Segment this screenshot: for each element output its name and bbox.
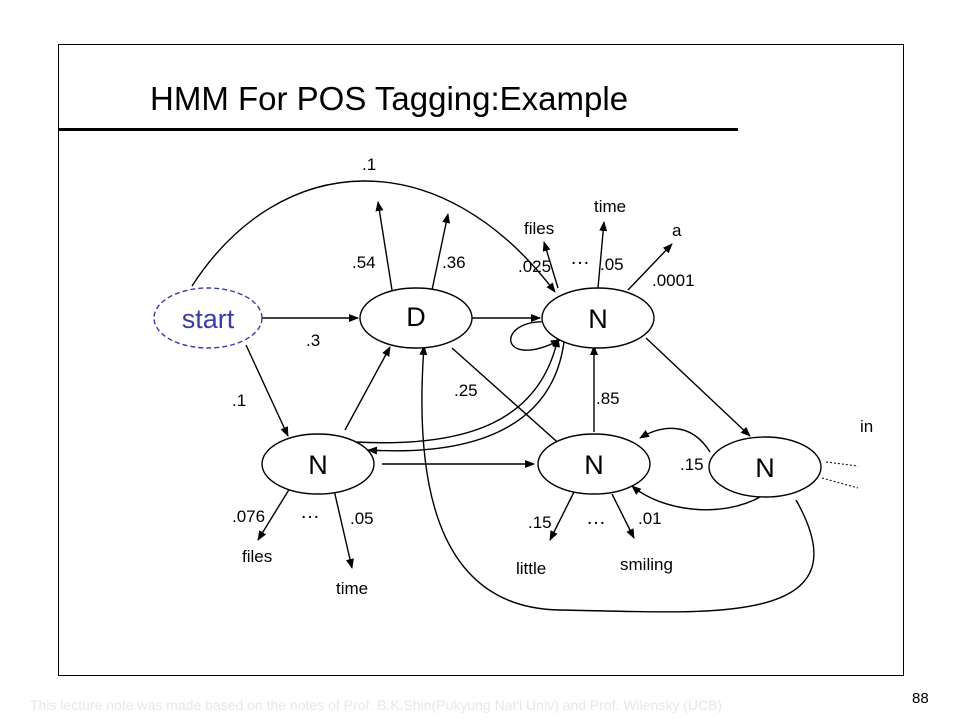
edge-n-right-out-2	[821, 477, 859, 489]
edge-n-right-to-n-mid-lower	[631, 485, 763, 511]
word-n-top-files: files	[524, 219, 554, 238]
prob-n-mid-to-n-top: .85	[596, 389, 620, 408]
emission-n-mid-smiling	[611, 493, 635, 539]
edge-n-left-to-n-top	[354, 337, 560, 444]
node-d-label: D	[406, 302, 426, 332]
word-n-top-time: time	[594, 197, 626, 216]
node-n-mid	[537, 433, 651, 495]
page-number: 88	[912, 690, 929, 707]
emission-n-left-files	[257, 487, 291, 541]
prob-start-to-n-left: .1	[232, 391, 246, 410]
prob-n-left-files: .076	[232, 507, 265, 526]
node-start	[153, 287, 263, 349]
prob-d-to-n-mid: .25	[454, 381, 478, 400]
slide-title: HMM For POS Tagging:Example	[150, 80, 629, 117]
node-d	[359, 287, 473, 349]
node-n-right-label: N	[755, 453, 775, 483]
word-n-mid-smiling: smiling	[620, 555, 673, 574]
edge-n-right-out-1	[825, 461, 859, 467]
edge-n-top-self-loop	[510, 321, 561, 351]
prob-d-right: .36	[442, 253, 466, 272]
prob-n-mid-little: .15	[528, 513, 552, 532]
node-n-mid-label: N	[584, 450, 604, 480]
prob-n-right-to-n-mid: .15	[680, 455, 704, 474]
node-n-left-label: N	[308, 450, 328, 480]
edge-n-right-to-d	[419, 345, 815, 613]
word-n-right-in: in	[860, 417, 873, 436]
prob-d-left: .54	[352, 253, 376, 272]
edge-start-to-n-left	[245, 344, 289, 437]
edge-n-top-to-n-left	[367, 341, 565, 455]
edge-n-top-to-n-right	[645, 337, 751, 437]
footer-note: This lecture note was made based on the …	[30, 697, 723, 713]
prob-start-to-d: .3	[306, 331, 320, 350]
edge-start-to-n-top	[191, 180, 556, 293]
edge-n-left-to-d	[344, 346, 391, 431]
prob-n-mid-smiling: .01	[638, 509, 662, 528]
prob-n-top-files: .025	[518, 257, 551, 276]
prob-start-to-n-top: .1	[362, 155, 376, 174]
word-n-mid-little: little	[516, 559, 546, 578]
node-n-left	[261, 433, 375, 495]
prob-n-left-time: .05	[350, 509, 374, 528]
title-underline	[58, 128, 738, 131]
edge-d-to-n-mid	[451, 347, 565, 449]
emission-d-right	[431, 213, 451, 291]
emission-n-top-a	[627, 243, 673, 291]
ellipsis-n-top: …	[570, 247, 590, 269]
edge-n-right-to-n-mid-upper	[639, 427, 711, 453]
ellipsis-n-left: …	[300, 501, 320, 523]
emission-n-top-time	[597, 221, 608, 289]
emission-n-top-files	[542, 241, 559, 289]
word-n-left-files: files	[242, 547, 272, 566]
prob-n-top-time: .05	[600, 255, 624, 274]
emission-n-left-time	[333, 489, 354, 569]
prob-n-top-a: .0001	[652, 271, 695, 290]
word-n-left-time: time	[336, 579, 368, 598]
node-n-top	[541, 287, 655, 349]
node-n-top-label: N	[588, 304, 608, 334]
ellipsis-n-mid: …	[586, 507, 606, 529]
emission-d-left	[375, 201, 393, 291]
node-n-right	[708, 436, 822, 498]
node-start-label: start	[182, 304, 235, 334]
emission-n-mid-little	[549, 491, 575, 541]
slide-frame	[58, 44, 904, 676]
word-n-top-a: a	[672, 221, 682, 240]
